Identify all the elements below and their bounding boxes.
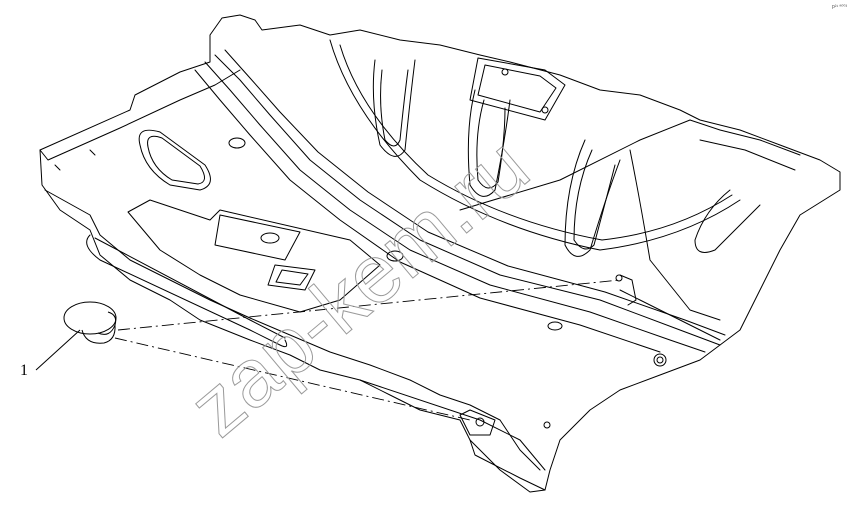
seat-pan [127, 199, 381, 313]
callout-number-1: 1 [20, 362, 28, 379]
rear-bump [372, 59, 416, 157]
callout-leader-1 [35, 329, 81, 371]
leader-dash-2 [114, 337, 471, 421]
plug-cap-part [63, 301, 117, 344]
watermark: zap-kem.ru [173, 120, 546, 453]
rear-plate [469, 57, 566, 121]
tunnel-rib [214, 54, 721, 346]
leader-dash-1 [117, 279, 621, 331]
oval-opening [138, 129, 211, 191]
panel-outline [39, 14, 841, 493]
corner-mark: p²¹ ª⁰⁰³ [832, 4, 848, 10]
